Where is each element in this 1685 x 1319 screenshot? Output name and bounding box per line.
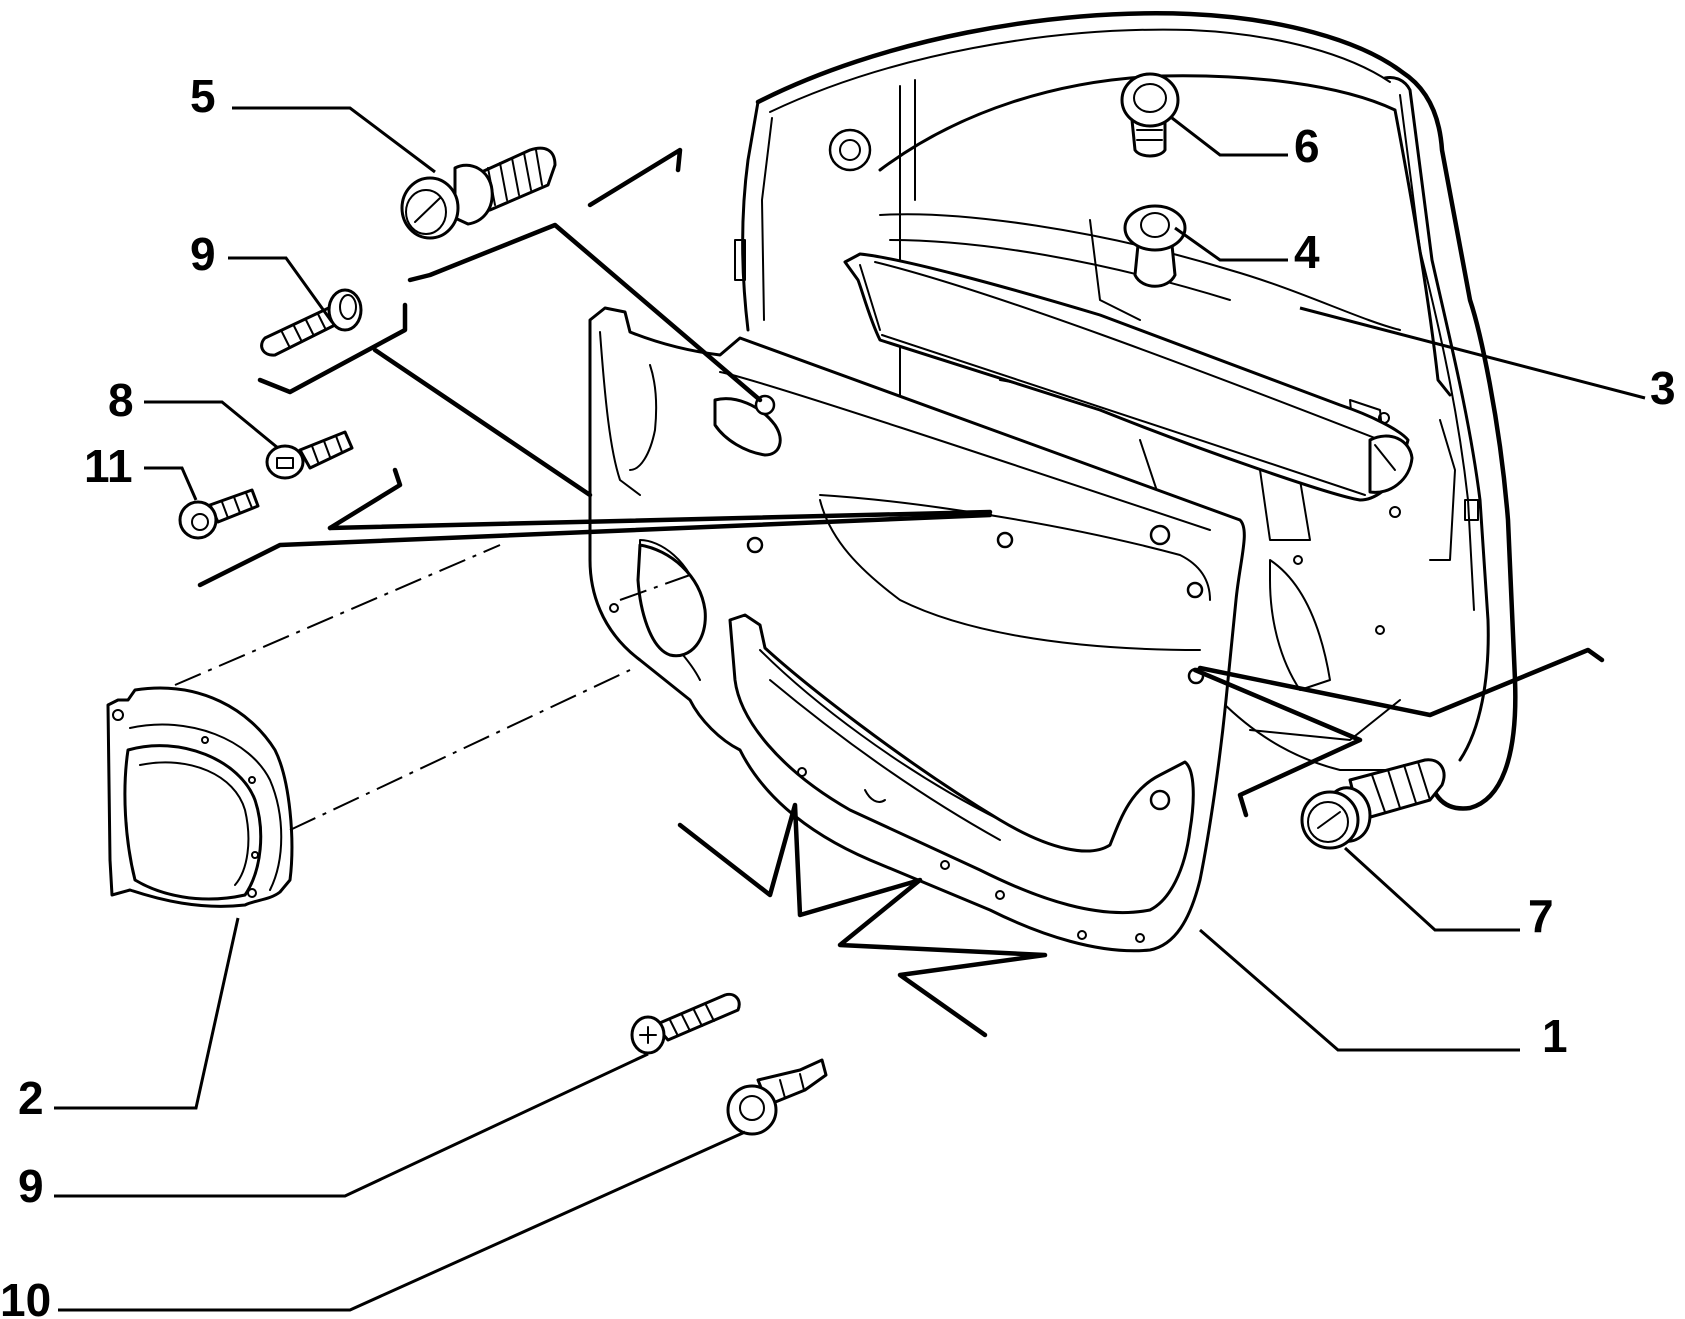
leader-1 xyxy=(1199,928,1520,1052)
leader-5 xyxy=(232,106,436,174)
callout-4: 4 xyxy=(1294,226,1320,278)
callout-11: 11 xyxy=(84,440,133,492)
callout-3: 3 xyxy=(1650,362,1676,414)
callout-labels: 5 9 8 11 6 4 3 7 1 2 9 10 xyxy=(0,70,1676,1319)
leader-9-bottom xyxy=(54,1052,649,1198)
fixing-indicator-lines xyxy=(197,147,1605,1038)
leader-9-top xyxy=(228,256,334,323)
leader-8 xyxy=(144,400,279,450)
screw-top xyxy=(260,288,363,357)
callout-6: 6 xyxy=(1294,120,1320,172)
screw-bottom xyxy=(630,992,741,1055)
speaker-grille xyxy=(106,686,294,908)
leader-7 xyxy=(1343,846,1520,932)
push-rivet xyxy=(726,1058,828,1136)
leader-6 xyxy=(1171,116,1288,157)
leader-11 xyxy=(144,466,198,501)
leader-3-short xyxy=(1299,306,1646,400)
leader-4 xyxy=(1174,226,1288,262)
screw-8 xyxy=(265,430,354,480)
callout-1: 1 xyxy=(1542,1010,1568,1062)
projection-lines xyxy=(174,544,691,831)
screw-11 xyxy=(178,488,260,540)
leader-10 xyxy=(58,1130,746,1312)
callout-leaders xyxy=(54,106,1520,1312)
leader-2 xyxy=(54,917,240,1110)
clip-cap xyxy=(1120,72,1180,158)
door-lock-cylinder-top xyxy=(400,146,557,240)
window-weatherstrip xyxy=(843,252,1414,502)
callout-9-top: 9 xyxy=(190,228,216,280)
clip-grommet xyxy=(1123,204,1187,288)
door-trim-panel xyxy=(588,306,1246,953)
callout-7: 7 xyxy=(1528,890,1554,942)
callout-10: 10 xyxy=(0,1274,51,1319)
callout-2: 2 xyxy=(18,1072,44,1124)
door-lock-cylinder-right xyxy=(1300,758,1446,850)
callout-5: 5 xyxy=(190,70,216,122)
callout-9-bottom: 9 xyxy=(18,1160,44,1212)
callout-8: 8 xyxy=(108,374,134,426)
